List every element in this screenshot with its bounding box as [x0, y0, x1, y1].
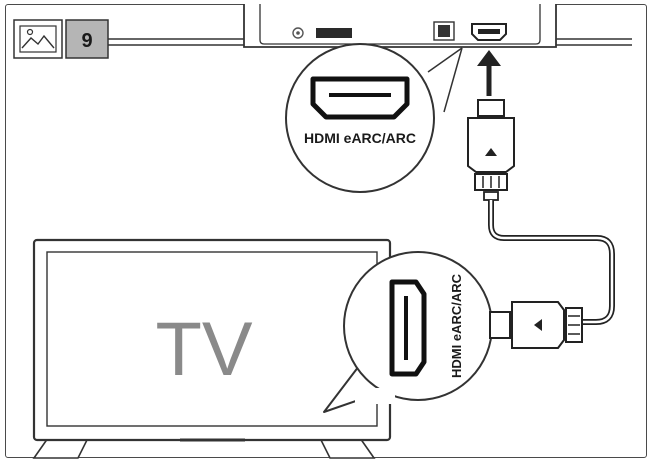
television: TV	[32, 238, 392, 459]
soundbar-port-label: HDMI eARC/ARC	[304, 130, 416, 146]
insert-arrow-icon	[477, 50, 501, 96]
tv-stand-right	[319, 437, 376, 459]
tv-label: TV	[155, 307, 252, 392]
tv-stand-left	[32, 437, 89, 459]
soundbar-hdmi-port	[471, 23, 507, 41]
hdmi-plug-top	[467, 99, 515, 201]
optical-port-icon	[433, 21, 455, 41]
soundbar	[108, 4, 632, 48]
step-number-badge: 9	[65, 19, 109, 59]
port-slot	[316, 28, 352, 38]
hdmi-plug-tv	[489, 301, 583, 349]
tv-port-label: HDMI eARC/ARC	[449, 273, 464, 378]
step-number: 9	[81, 30, 92, 52]
tv-screen	[46, 251, 378, 427]
image-icon	[13, 19, 63, 59]
tv-port-callout: HDMI eARC/ARC	[323, 251, 493, 413]
soundbar-port-callout: HDMI eARC/ARC	[285, 43, 463, 193]
power-port-icon	[292, 27, 304, 39]
hdmi-port-enlarged-icon	[310, 76, 410, 120]
